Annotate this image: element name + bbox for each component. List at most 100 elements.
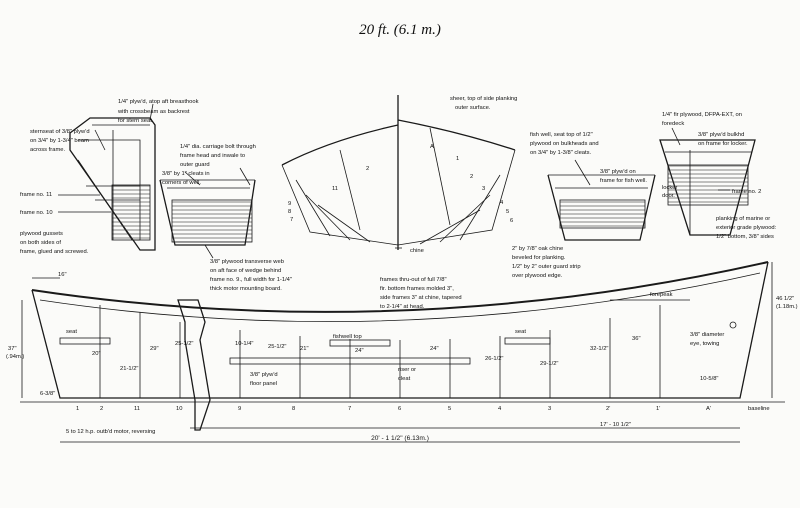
annotation-text: 3/8" plyw'd on: [600, 169, 636, 175]
forward-section-view: [659, 127, 756, 236]
annotation-text: 3/8" by 1" cleats in: [162, 171, 210, 177]
annotation-text: 32-1/2": [590, 346, 609, 352]
body-plan-numbers-left: 9 8 7 11 2: [288, 166, 369, 223]
annotation-text: outer surface.: [455, 105, 491, 111]
annotation-text: 20": [92, 351, 101, 357]
annotation-text: cleat: [398, 376, 411, 382]
annotation-text: thick motor mounting board.: [210, 286, 282, 292]
annotation-text: side frames 3" at chine, tapered: [380, 295, 462, 301]
annotation-text: sheer, top of side planking: [450, 96, 517, 102]
annotation-text: 24": [355, 348, 364, 354]
label-motor: 5 to 12 h.p. outb'd motor, reversing: [66, 429, 155, 435]
body-plan-numbers-right: A 1 2 3 4 5 6: [430, 144, 513, 224]
annotation-text: 8: [288, 209, 291, 215]
annotation-text: for stern seat.: [118, 118, 154, 124]
annotation-text: 10-1/4": [235, 341, 254, 347]
annotation-text: 25-1/2": [175, 341, 194, 347]
annotation-text: 1/4" plyw'd, atop aft breasthook: [118, 99, 199, 105]
annotation-text: 10: [176, 406, 182, 412]
annotation-text: outer guard: [180, 162, 210, 168]
annotation-text: 1/4" dia. carriage bolt through: [180, 144, 256, 150]
station-numbers: 1 2 11 10 9 8 7 6 5 4 3 2' 1' A': [76, 406, 711, 412]
annotation-text: frame for fish well.: [600, 178, 647, 184]
label-seat-fwd: seat: [515, 329, 526, 335]
annotation-text: 3/8" diameter: [690, 332, 724, 338]
annotation-text: fir. bottom frames molded 3",: [380, 286, 454, 292]
annotation-text: A: [430, 144, 434, 150]
annotation-text: 46 1/2": [776, 296, 794, 302]
annotation-text: for stern seat.: [118, 118, 154, 124]
label-seat-aft: seat: [66, 329, 77, 335]
label-forepeak: forepeak: [650, 292, 673, 298]
annotation-text: 5: [506, 209, 509, 215]
annotation-text: 4: [498, 406, 502, 412]
annotation-text: 1': [656, 406, 660, 412]
annotation-text: 3/8" plyw'd: [250, 372, 278, 378]
annotation-text: frame head and inwale to: [180, 153, 245, 159]
annotation-text: 9: [238, 406, 241, 412]
annotation-text: exterior grade plywood:: [716, 225, 777, 231]
profile-dimensions: 6-3/8" 20" 21-1/2" 29" 25-1/2" 10-1/4" 2…: [40, 336, 719, 397]
annotation-text: 3/8" plyw'd bulkhd: [698, 132, 744, 138]
annotation-text: 29": [150, 346, 159, 352]
annotation-text: A': [706, 406, 711, 412]
annotation-text: 5: [448, 406, 451, 412]
annotation-text: eye, towing: [690, 341, 719, 347]
annotation-text: 21": [300, 346, 309, 352]
annotation-text: sternseat of 3/8" plyw'd: [30, 129, 90, 135]
annotation-text: with crossbeam as backrest: [117, 109, 190, 115]
label-frame-10: frame no. 10: [20, 210, 53, 216]
annotation-text: on aft face of wedge behind: [210, 268, 281, 274]
annotation-text: 11: [134, 406, 140, 412]
label-forward-length: 17' - 10 1/2": [600, 422, 631, 428]
annotation-text: on 3/4" by 1-3/8" cleats.: [530, 150, 592, 156]
annotation-text: riser or: [398, 367, 416, 373]
annotation-text: 2: [366, 166, 369, 172]
annotation-text: 1/2" by 2" outer guard strip: [512, 264, 581, 270]
annotation-text: frame, glued and screwed.: [20, 249, 89, 255]
label-overall-length: 20' - 1 1/2" (6.13m.): [371, 435, 429, 442]
annotation-text: 4: [500, 200, 504, 206]
annotation-text: floor panel: [250, 381, 277, 387]
annotation-text: 6: [510, 218, 513, 224]
annotation-text: with crossbeam as backrest: [117, 109, 190, 115]
annotation-text: 24": [430, 346, 439, 352]
label-frame-2: frame no. 2: [732, 189, 761, 195]
annotation-text: door.: [662, 193, 675, 199]
annotation-text: 9: [288, 201, 291, 207]
annotation-text: (.94m.): [6, 354, 24, 360]
label-fishwell-top: fishwell top: [333, 334, 362, 340]
annotation-text: plywood gussets: [20, 231, 63, 237]
annotation-text: 3: [548, 406, 551, 412]
annotation-text: frames thru-out of full 7/8": [380, 277, 447, 283]
annotation-text: 1: [456, 156, 459, 162]
annotation-text: 26-1/2": [485, 356, 504, 362]
annotation-text: on both sides of: [20, 240, 61, 246]
label-frame-11: frame no. 11: [20, 192, 52, 198]
stern-section-view: [58, 103, 156, 251]
annotation-text: 1/4" plyw'd, atop aft breasthook: [118, 99, 199, 105]
annotation-text: 7: [348, 406, 351, 412]
annotation-text: 3: [482, 186, 485, 192]
annotation-text: 6: [398, 406, 401, 412]
annotation-text: 3/8" plywood transverse web: [210, 259, 284, 265]
annotation-text: 10-5/8": [700, 376, 719, 382]
annotation-text: plywood on bulkheads and: [530, 141, 599, 147]
annotation-text: locker: [662, 185, 678, 191]
annotation-text: 1: [76, 406, 79, 412]
annotation-text: planking of marine or: [716, 216, 770, 222]
annotation-text: 8: [292, 406, 295, 412]
annotation-text: 1/2" bottom, 3/8" sides: [716, 234, 774, 240]
motor-well-section-view: [159, 167, 256, 259]
label-chine: chine: [410, 248, 424, 254]
annotation-text: foredeck: [662, 121, 684, 127]
annotation-text: 2: [470, 174, 473, 180]
label-baseline: baseline: [748, 406, 770, 412]
annotation-text: 21-1/2": [120, 366, 139, 372]
annotation-text: 2" by 7/8" oak chine: [512, 246, 563, 252]
annotation-text: 1/4" fir plywood, DFPA-EXT, on: [662, 112, 742, 118]
annotation-text: corners of well.: [162, 180, 201, 186]
annotation-text: 25-1/2": [268, 344, 287, 350]
